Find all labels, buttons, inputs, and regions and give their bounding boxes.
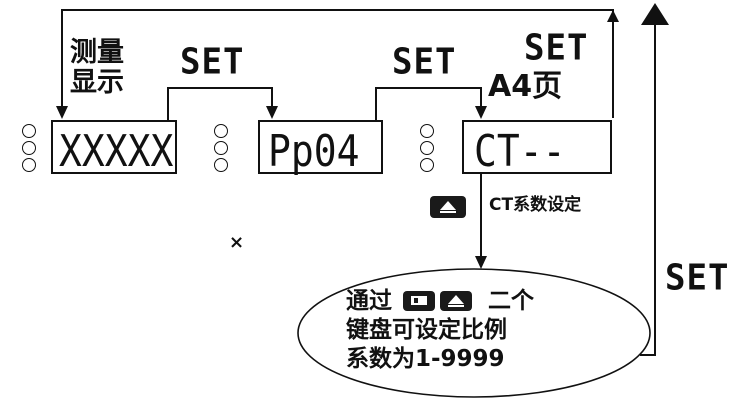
led-indicator bbox=[214, 124, 228, 138]
note-ellipse bbox=[297, 268, 651, 398]
led-indicator bbox=[420, 158, 434, 172]
step2-line bbox=[375, 87, 482, 120]
set-return-line bbox=[640, 12, 656, 356]
ct-arrowhead bbox=[475, 106, 487, 119]
top-return-line bbox=[61, 9, 614, 118]
measure-label-line2: 显示 bbox=[70, 67, 124, 98]
left-shift-key-icon bbox=[403, 291, 435, 311]
note-line1-suffix: 二个 bbox=[488, 288, 534, 314]
led-indicator bbox=[420, 124, 434, 138]
led-indicator bbox=[214, 141, 228, 155]
up-triangle-icon bbox=[448, 295, 464, 307]
led-column-measure bbox=[22, 124, 38, 175]
measure-label-line1: 测量 bbox=[70, 37, 124, 68]
led-indicator bbox=[214, 158, 228, 172]
ct-display-box: CT-- bbox=[462, 120, 612, 174]
up-key-icon-small bbox=[440, 291, 472, 311]
set-label-right: SET bbox=[665, 257, 730, 299]
shift-glyph-icon bbox=[411, 296, 427, 305]
pp04-arrowhead bbox=[266, 106, 278, 119]
set-up-arrowhead bbox=[607, 10, 619, 22]
led-indicator bbox=[22, 141, 36, 155]
led-indicator bbox=[420, 141, 434, 155]
note-line1-prefix: 通过 bbox=[346, 288, 392, 314]
ct-setting-label: CT系数设定 bbox=[489, 195, 582, 215]
pp04-display-value: Pp04 bbox=[268, 125, 360, 177]
close-icon: × bbox=[229, 232, 245, 253]
set-label-step2: SET bbox=[392, 41, 457, 83]
note-line3: 系数为1-9999 bbox=[346, 346, 505, 372]
led-indicator bbox=[22, 124, 36, 138]
measure-arrowhead bbox=[56, 106, 68, 119]
ellipse-arrowhead bbox=[475, 256, 487, 269]
measure-display-value: XXXXX bbox=[59, 125, 174, 177]
measure-display-box: XXXXX bbox=[51, 120, 177, 174]
note-line2: 键盘可设定比例 bbox=[346, 317, 507, 343]
top-right-arrowhead bbox=[641, 3, 669, 25]
pp04-display-box: Pp04 bbox=[258, 120, 383, 174]
page-label: A4页 bbox=[488, 69, 563, 104]
ct-display-value: CT-- bbox=[474, 125, 566, 177]
set-label-step1: SET bbox=[180, 41, 245, 83]
step1-line bbox=[167, 87, 273, 120]
led-column-ct bbox=[420, 124, 436, 175]
up-key-icon bbox=[430, 196, 466, 218]
set-label-step3: SET bbox=[524, 27, 589, 69]
led-column-pp04 bbox=[214, 124, 230, 175]
led-indicator bbox=[22, 158, 36, 172]
up-triangle-icon bbox=[440, 201, 456, 213]
